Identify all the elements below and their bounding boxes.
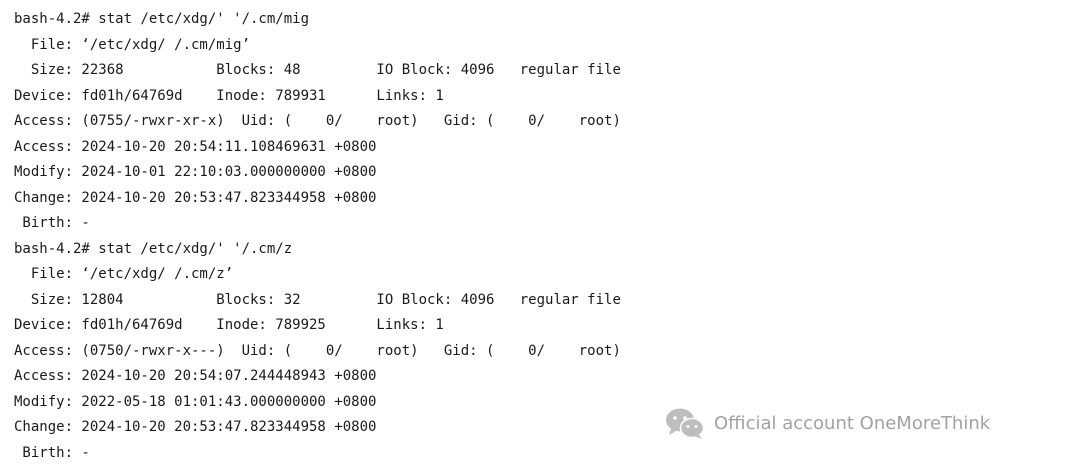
watermark-text: Official account OneMoreThink [714, 412, 991, 434]
terminal-line-access-time: Access: 2024-10-20 20:54:07.244448943 +0… [14, 368, 377, 384]
terminal-line-modify-time: Modify: 2022-05-18 01:01:43.000000000 +0… [14, 393, 377, 410]
terminal-line-device: Device: fd01h/64769d Inode: 789931 Links… [14, 87, 444, 104]
terminal-line-command: bash-4.2# stat /etc/xdg/' '/.cm/z [14, 240, 293, 257]
terminal-line-access-time: Access: 2024-10-20 20:54:11.108469631 +0… [14, 138, 377, 155]
terminal-line-file: File: ‘/etc/xdg/ /.cm/mig’ [14, 36, 251, 53]
terminal-line-size: Size: 12804 Blocks: 32 IO Block: 4096 re… [14, 291, 621, 308]
terminal-line-modify-time: Modify: 2024-10-01 22:10:03.000000000 +0… [14, 164, 377, 180]
terminal-line-file: File: ‘/etc/xdg/ /.cm/z’ [14, 266, 234, 282]
wechat-icon [666, 408, 705, 439]
terminal-line-device: Device: fd01h/64769d Inode: 789925 Links… [14, 317, 444, 333]
terminal-line-permissions: Access: (0755/-rwxr-xr-x) Uid: ( 0/ root… [14, 113, 621, 129]
terminal-line-change-time: Change: 2024-10-20 20:53:47.823344958 +0… [14, 419, 377, 435]
terminal-line-command: bash-4.2# stat /etc/xdg/' '/.cm/mig [14, 11, 310, 27]
terminal-output: bash-4.2# stat /etc/xdg/' '/.cm/mig File… [14, 7, 621, 466]
terminal-line-change-time: Change: 2024-10-20 20:53:47.823344958 +0… [14, 189, 377, 206]
terminal-line-permissions: Access: (0750/-rwxr-x---) Uid: ( 0/ root… [14, 342, 621, 359]
terminal-line-birth: Birth: - [14, 215, 90, 231]
terminal-line-size: Size: 22368 Blocks: 48 IO Block: 4096 re… [14, 62, 621, 78]
terminal-line-birth: Birth: - [14, 444, 90, 461]
watermark: Official account OneMoreThink [664, 406, 990, 440]
